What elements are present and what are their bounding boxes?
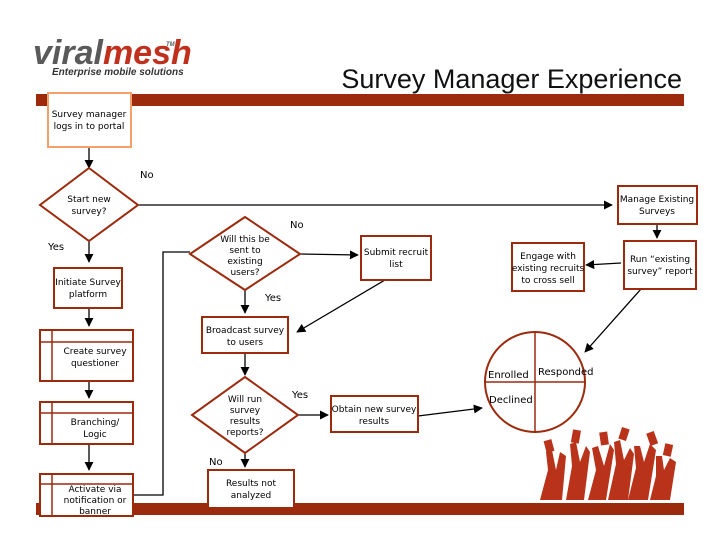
page-title: Survey Manager Experience — [341, 64, 682, 94]
edge-activate-to-sent — [133, 251, 190, 496]
node-branching-line: Branching/ — [71, 418, 121, 428]
node-sent-line: existing — [227, 257, 262, 267]
logo-brand-viral: viral — [33, 34, 104, 72]
node-login-line: Survey manager — [52, 110, 127, 120]
node-activate-line: notification or — [64, 496, 127, 506]
node-login: Survey manager logs in to portal — [47, 92, 132, 148]
node-obtain-line: results — [359, 417, 389, 427]
node-sent-line: users? — [230, 268, 259, 278]
edge-runexisting-to-engage — [585, 259, 622, 270]
node-broadcast-line: to users — [227, 338, 264, 348]
edge-label-yes-start: Yes — [47, 242, 64, 253]
node-reports-line: Will run — [228, 395, 262, 405]
outcome-declined: Declined — [489, 395, 533, 406]
node-start-line: survey? — [71, 207, 106, 217]
node-start-new-survey: Start new survey? — [38, 166, 140, 243]
svg-text:viralmesh: viralmesh — [33, 34, 192, 72]
footer-bar — [36, 503, 684, 515]
outcome-responded: Responded — [538, 367, 594, 378]
outcomes-circle: Enrolled Responded Declined — [484, 331, 594, 433]
node-reports-line: survey — [230, 406, 261, 416]
node-branching-logic: Branching/Logic — [39, 401, 134, 445]
edge-submit-to-broadcast — [296, 279, 386, 333]
node-run-existing-report: Run “existing survey” report — [623, 240, 697, 290]
node-reports-line: results — [230, 417, 260, 427]
raised-hands-with-phones-icon — [540, 427, 676, 500]
node-activate-line: Activate via — [68, 485, 121, 495]
node-engage-line: Engage with — [520, 252, 576, 262]
node-runexisting-line: Run “existing — [630, 255, 690, 265]
node-manage-line: Manage Existing — [620, 195, 694, 205]
outcome-enrolled: Enrolled — [488, 370, 529, 381]
node-initiate-survey: Initiate Survey platform — [53, 267, 123, 309]
edge-label-yes-sent: Yes — [264, 293, 281, 304]
node-sent-line: sent to — [229, 246, 261, 256]
node-notanalyzed-line: analyzed — [231, 491, 272, 501]
node-branching-line: Logic — [83, 430, 107, 440]
node-login-line: logs in to portal — [54, 122, 125, 132]
logo-brand-mesh: mesh — [103, 34, 192, 72]
edge-runexisting-to-outcomes — [584, 288, 642, 353]
node-sent-line: Will this be — [220, 235, 270, 245]
node-broadcast-line: Broadcast survey — [206, 326, 285, 336]
node-engage: Engage with existing recruits to cross sel… — [511, 242, 585, 292]
edge-sent-to-submit — [299, 250, 359, 260]
node-create-line: Create survey — [63, 347, 127, 357]
node-engage-line: to cross sell — [521, 276, 574, 286]
node-not-analyzed: Results not analyzed — [207, 469, 295, 509]
node-activate-line: banner — [79, 507, 111, 517]
viralmesh-logo: viralmesh TM Enterprise mobile solutions — [33, 34, 192, 78]
edge-label-no-reports: No — [209, 457, 223, 468]
header-bar — [36, 94, 684, 106]
node-submit-line: list — [389, 260, 403, 270]
node-create-survey: Create survey questioner — [39, 329, 134, 382]
node-notanalyzed-line: Results not — [226, 479, 277, 489]
flow-edges — [84, 148, 662, 496]
node-initiate-line: platform — [69, 290, 107, 300]
logo-tagline: Enterprise mobile solutions — [52, 67, 184, 78]
node-manage-line: Surveys — [639, 207, 675, 217]
node-create-line: questioner — [71, 359, 119, 369]
svg-text:Branching/Logic: Branching/Logic — [71, 418, 121, 440]
edge-label-no-start: No — [140, 170, 154, 181]
node-submit-recruit: Submit recruit list — [360, 235, 432, 281]
node-start-line: Start new — [67, 195, 110, 205]
node-reports-line: reports? — [227, 428, 264, 438]
node-obtain-line: Obtain new survey — [332, 405, 417, 415]
node-obtain-results: Obtain new survey results — [330, 395, 419, 433]
node-engage-line: existing recruits — [512, 264, 585, 274]
node-initiate-line: Initiate Survey — [55, 278, 121, 288]
logo-tm: TM — [166, 42, 176, 48]
node-runexisting-line: survey” report — [627, 267, 693, 277]
edge-label-yes-reports: Yes — [291, 390, 308, 401]
node-broadcast: Broadcast survey to users — [201, 316, 289, 354]
edge-label-no-sent: No — [290, 220, 304, 231]
node-submit-line: Submit recruit — [364, 248, 429, 258]
edge-obtain-to-outcomes — [417, 404, 483, 417]
